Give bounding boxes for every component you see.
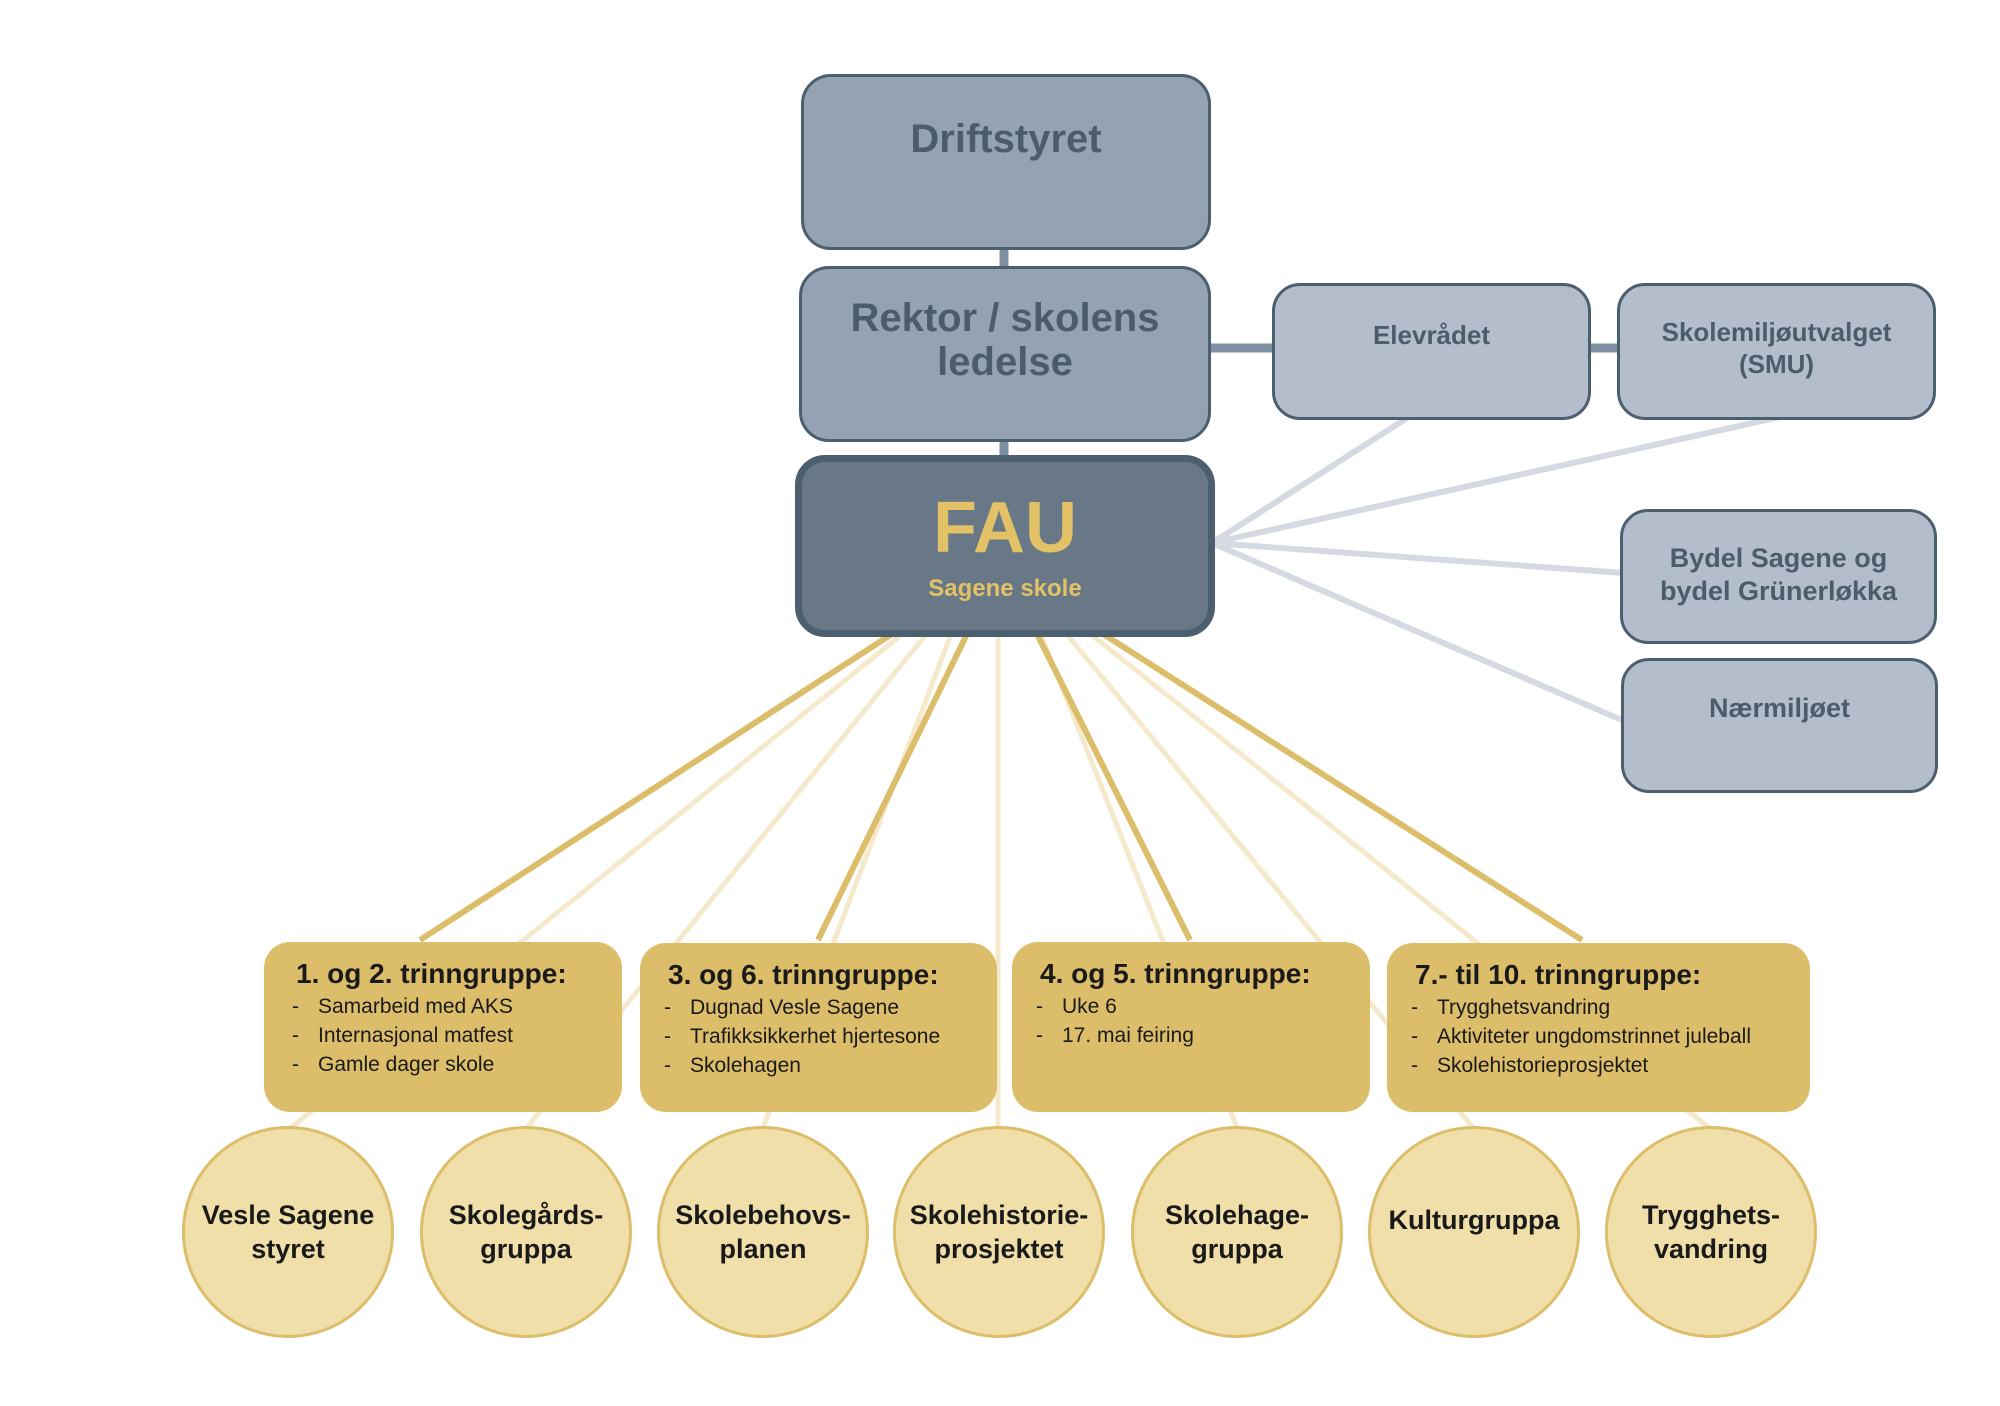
connector-fau-naermiljoet [1210, 540, 1626, 724]
activity-item: Internasjonal matfest [286, 1021, 513, 1050]
working-group-skolebehovsplanen[interactable]: Skolebehovs- planen [657, 1126, 869, 1338]
naermiljoet-box[interactable]: Nærmiljøet [1621, 658, 1938, 793]
grade-group-activities: Uke 6 17. mai feiring [1030, 992, 1194, 1050]
grade-group-7-10[interactable]: 7.- til 10. trinngruppe: Trygghetsvandri… [1387, 943, 1810, 1112]
grade-group-activities: Dugnad Vesle Sagene Trafikksikkerhet hje… [658, 993, 940, 1080]
working-group-label: Trygghets- vandring [1641, 1200, 1781, 1264]
smu-label: Skolemiljøutvalget (SMU) [1661, 317, 1892, 379]
working-group-label: Vesle Sagene styret [201, 1200, 375, 1264]
activity-item: Skolehistorieprosjektet [1405, 1051, 1751, 1080]
activity-item: Gamle dager skole [286, 1050, 513, 1079]
driftstyret-label: Driftstyret [910, 117, 1102, 161]
working-group-trygghetsvandring[interactable]: Trygghets- vandring [1605, 1126, 1817, 1338]
working-group-label: Skolehistorie- prosjektet [909, 1200, 1089, 1264]
grade-group-title: 7.- til 10. trinngruppe: [1415, 959, 1702, 990]
smu-box[interactable]: Skolemiljøutvalget (SMU) [1617, 283, 1936, 420]
activity-item: 17. mai feiring [1030, 1021, 1194, 1050]
activity-item: Skolehagen [658, 1051, 940, 1080]
working-group-vesle-sagene-styret[interactable]: Vesle Sagene styret [182, 1126, 394, 1338]
grade-group-4-5[interactable]: 4. og 5. trinngruppe: Uke 6 17. mai feir… [1012, 942, 1370, 1112]
activity-item: Samarbeid med AKS [286, 992, 513, 1021]
working-group-skolegardsgruppa[interactable]: Skolegårds- gruppa [420, 1126, 632, 1338]
grade-group-activities: Trygghetsvandring Aktiviteter ungdomstri… [1405, 993, 1751, 1080]
bydel-box[interactable]: Bydel Sagene og bydel Grünerløkka [1620, 509, 1937, 644]
connector-fau-elevradet [1210, 408, 1420, 546]
working-group-label: Skolehage- gruppa [1164, 1200, 1310, 1264]
rektor-box[interactable]: Rektor / skolens ledelse [799, 266, 1211, 442]
grade-group-1-2[interactable]: 1. og 2. trinngruppe: Samarbeid med AKS … [264, 942, 622, 1112]
connector-fau-grade-2 [815, 630, 971, 942]
activity-item: Trafikksikkerhet hjertesone [658, 1022, 940, 1051]
working-group-kulturgruppa[interactable]: Kulturgruppa [1368, 1126, 1580, 1338]
naermiljoet-label: Nærmiljøet [1708, 693, 1851, 723]
fau-title: FAU [933, 488, 1077, 568]
working-group-skolehistorieprosjektet[interactable]: Skolehistorie- prosjektet [893, 1126, 1105, 1338]
rektor-label: Rektor / skolens ledelse [850, 296, 1160, 384]
activity-item: Aktiviteter ungdomstrinnet juleball [1405, 1022, 1751, 1051]
grade-group-title: 4. og 5. trinngruppe: [1040, 958, 1311, 989]
fau-subtitle: Sagene skole [928, 575, 1082, 602]
connector-fau-grade-4 [1098, 629, 1584, 943]
grade-group-title: 1. og 2. trinngruppe: [296, 958, 567, 989]
bydel-label: Bydel Sagene og bydel Grünerløkka [1659, 543, 1898, 606]
connector-fau-bydel [1211, 540, 1625, 576]
grade-group-3-6[interactable]: 3. og 6. trinngruppe: Dugnad Vesle Sagen… [640, 943, 997, 1112]
working-group-label: Skolebehovs- planen [675, 1200, 851, 1264]
fau-box[interactable]: FAU Sagene skole [795, 455, 1215, 637]
activity-item: Dugnad Vesle Sagene [658, 993, 940, 1022]
working-group-skolehagegruppa[interactable]: Skolehage- gruppa [1131, 1126, 1343, 1338]
activity-item: Trygghetsvandring [1405, 993, 1751, 1022]
grade-group-activities: Samarbeid med AKS Internasjonal matfest … [286, 992, 513, 1079]
grade-group-title: 3. og 6. trinngruppe: [668, 959, 939, 990]
connector-fau-grade-3 [1033, 630, 1193, 942]
activity-item: Uke 6 [1030, 992, 1194, 1021]
elevradet-label: Elevrådet [1372, 320, 1491, 350]
elevradet-box[interactable]: Elevrådet [1272, 283, 1591, 420]
connector-fau-smu [1211, 414, 1781, 546]
driftstyret-box[interactable]: Driftstyret [801, 74, 1211, 250]
working-group-label: Skolegårds- gruppa [448, 1200, 604, 1264]
connector-fau-grade-1 [418, 629, 897, 943]
working-group-label: Kulturgruppa [1388, 1205, 1560, 1235]
